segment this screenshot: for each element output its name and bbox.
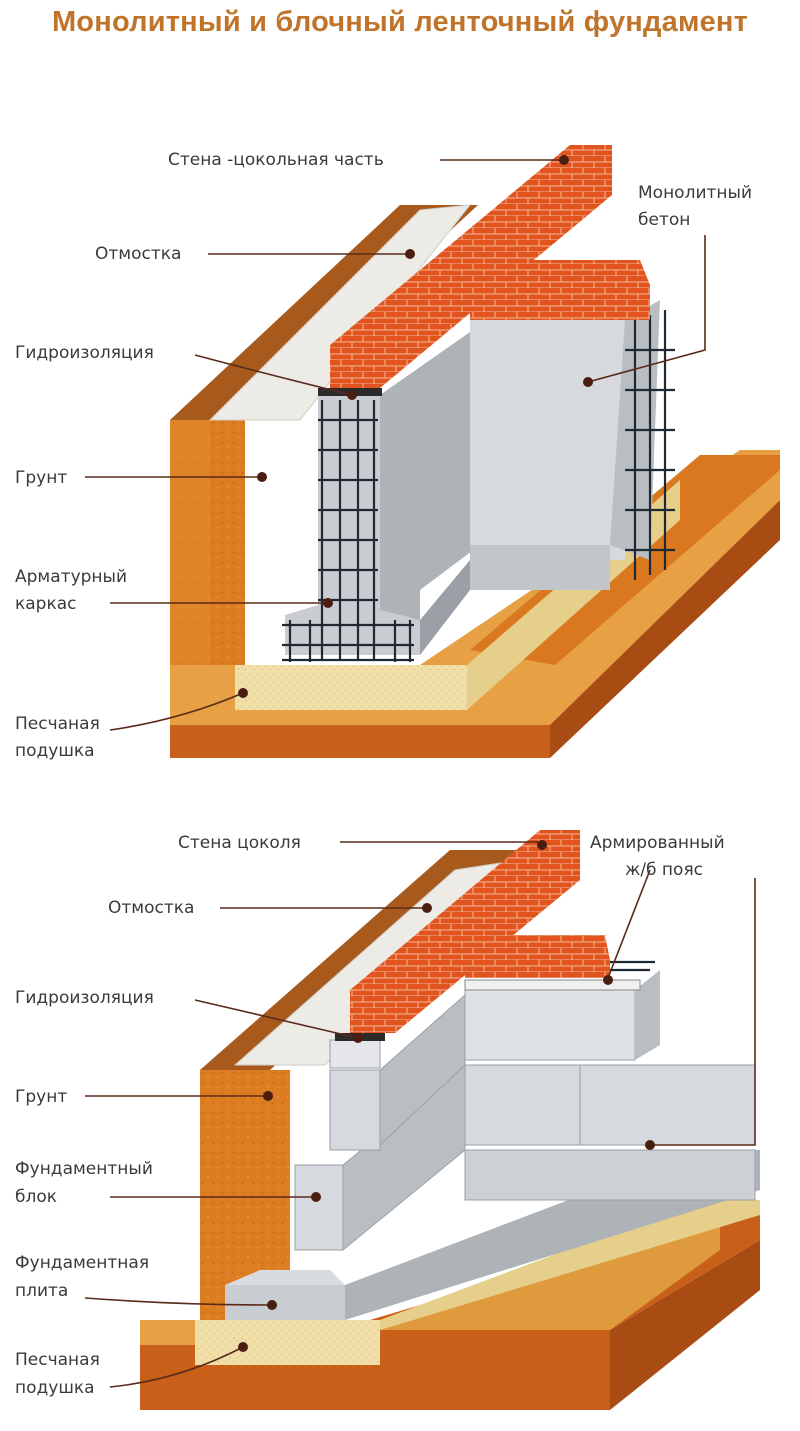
label-monolithic-concrete-line1: Монолитный	[638, 183, 752, 203]
label-rebar-cage-line1: Арматурный	[15, 567, 127, 587]
label-sand-cushion-2-line2: подушка	[15, 1378, 95, 1398]
label-wall-plinth: Стена -цокольная часть	[168, 150, 384, 170]
top-leader-lines	[85, 155, 706, 731]
monolithic-foundation-diagram	[170, 145, 780, 758]
reinforced-concrete-belt	[464, 979, 641, 991]
label-soil: Грунт	[15, 468, 67, 488]
rebar-cage	[282, 310, 675, 662]
sand-cushion-2	[195, 1320, 380, 1365]
label-foundation-slab-line1: Фундаментная	[15, 1253, 149, 1273]
bottom-labels: Стена цоколя Отмостка Гидроизоляция Грун…	[15, 833, 725, 1398]
foundation-blocks	[294, 970, 756, 1252]
label-soil-2: Грунт	[15, 1087, 67, 1107]
foundation-slab	[225, 1285, 345, 1320]
bottom-leader-lines	[84, 840, 756, 1388]
label-reinforced-belt-line1: Армированный	[590, 833, 725, 853]
brick-wall-plinth-2	[350, 830, 580, 1033]
label-sand-cushion-line2: подушка	[15, 741, 95, 761]
label-reinforced-belt-line2: ж/б пояс	[625, 860, 703, 880]
top-labels: Стена -цокольная часть Отмостка Гидроизо…	[15, 150, 752, 761]
label-monolithic-concrete-line2: бетон	[638, 210, 690, 230]
label-sand-cushion-line1: Песчаная	[15, 714, 100, 734]
label-waterproofing-2: Гидроизоляция	[15, 988, 154, 1008]
label-blind-area: Отмостка	[95, 244, 181, 264]
label-blind-area-2: Отмостка	[108, 898, 194, 918]
monolithic-concrete-wall	[285, 395, 420, 655]
sand-cushion	[235, 665, 467, 710]
label-foundation-block-line1: Фундаментный	[15, 1159, 153, 1179]
soil-front-face-2	[200, 1070, 290, 1320]
label-sand-cushion-2-line1: Песчаная	[15, 1350, 100, 1370]
blind-area	[208, 204, 472, 421]
label-foundation-slab-line2: плита	[15, 1281, 68, 1301]
brick-wall-cross-2	[465, 935, 610, 978]
label-wall-plinth-2: Стена цоколя	[178, 833, 301, 853]
page-title: Монолитный и блочный ленточный фундамент	[51, 6, 749, 38]
brick-wall-cross	[470, 260, 650, 320]
label-waterproofing: Гидроизоляция	[15, 343, 154, 363]
label-rebar-cage-line2: каркас	[15, 594, 77, 614]
label-foundation-block-line2: блок	[15, 1187, 57, 1207]
block-foundation-diagram	[140, 830, 760, 1410]
